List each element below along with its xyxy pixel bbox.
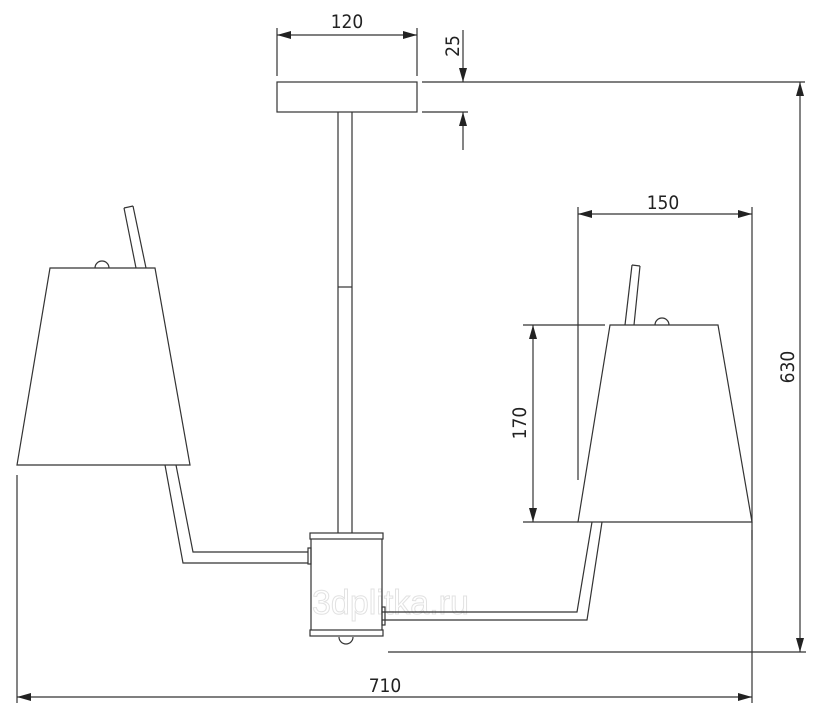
watermark: 3dplitka.ru (312, 584, 469, 622)
dimension-630: 630 (388, 82, 806, 653)
dimension-25: 25 (422, 30, 805, 150)
dimension-710: 710 (16, 475, 753, 703)
dimension-label-25: 25 (442, 35, 464, 57)
left-shade (16, 205, 191, 466)
central-body (307, 532, 386, 645)
right-shade (577, 264, 753, 523)
stem (337, 112, 353, 533)
dimension-label-150: 150 (647, 192, 680, 214)
right-arm (382, 521, 603, 621)
canopy (276, 81, 418, 113)
dimension-150: 150 (577, 192, 753, 540)
dimension-label-170: 170 (509, 407, 531, 440)
dimension-label-710: 710 (369, 675, 402, 697)
dimension-170: 170 (509, 324, 605, 523)
dimension-label-120: 120 (331, 11, 364, 33)
dimension-label-630: 630 (777, 351, 799, 384)
left-arm (164, 464, 308, 564)
dimension-120: 120 (276, 11, 418, 76)
